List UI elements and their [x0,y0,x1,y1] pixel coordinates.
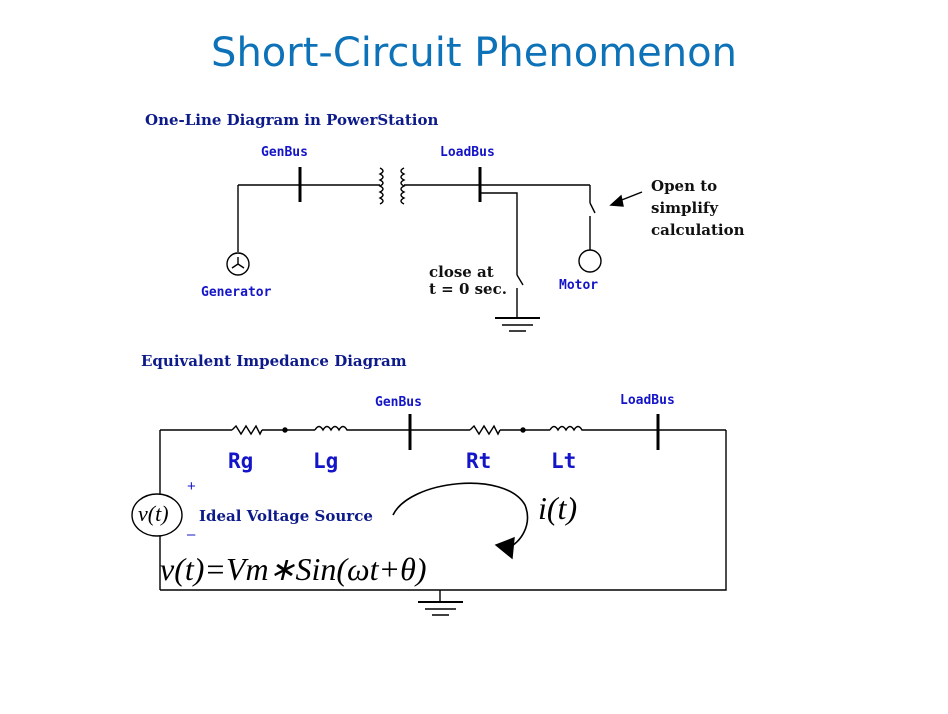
current-loop-arrow [392,482,529,549]
lg-label: Lg [313,449,339,473]
motor-symbol [578,249,602,273]
equiv-genbus-label: GenBus [375,395,422,410]
current-label: i(t) [538,490,578,526]
generator-symbol [226,252,250,276]
close-switch-note: close at t = 0 sec. [429,264,507,298]
open-note-line3: calculation [651,221,745,239]
rg-resistor [231,424,263,436]
generator-label: Generator [201,285,272,300]
source-symbol-label: v(t) [138,501,169,526]
equiv-heading: Equivalent Impedance Diagram [141,352,407,370]
fault-switch [516,274,524,286]
source-label: Ideal Voltage Source [199,507,373,525]
plus-sign: + [187,478,196,495]
voltage-equation: v(t)=Vm∗Sin(ωt+θ) [160,551,427,587]
close-note-line1: close at [429,263,494,281]
lt-label: Lt [551,449,577,473]
rt-label: Rt [466,449,492,473]
open-note-line2: simplify [651,199,719,217]
equiv-ground-symbol [418,601,463,616]
lt-inductor [549,425,590,432]
fault-ground-symbol [495,317,540,332]
equiv-right-wire [160,430,727,591]
minus-sign: – [187,526,196,543]
oneline-loadbus-label: LoadBus [440,145,495,160]
slide-title: Short-Circuit Phenomenon [211,30,737,76]
transformer-symbol [378,167,406,205]
oneline-genbus-label: GenBus [261,145,308,160]
voltage-source-symbol [131,493,183,537]
open-note-line1: Open to [651,177,718,195]
fault-branch-wire [480,192,518,275]
equiv-loadbus-label: LoadBus [620,393,675,408]
lg-inductor [314,425,350,432]
close-note-line2: t = 0 sec. [429,280,507,298]
open-switch-note: Open to simplify calculation [651,175,745,241]
motor-switch [589,202,596,214]
rg-label: Rg [228,449,254,473]
oneline-heading: One-Line Diagram in PowerStation [145,111,439,129]
rt-resistor [469,424,501,436]
motor-label: Motor [559,278,599,293]
